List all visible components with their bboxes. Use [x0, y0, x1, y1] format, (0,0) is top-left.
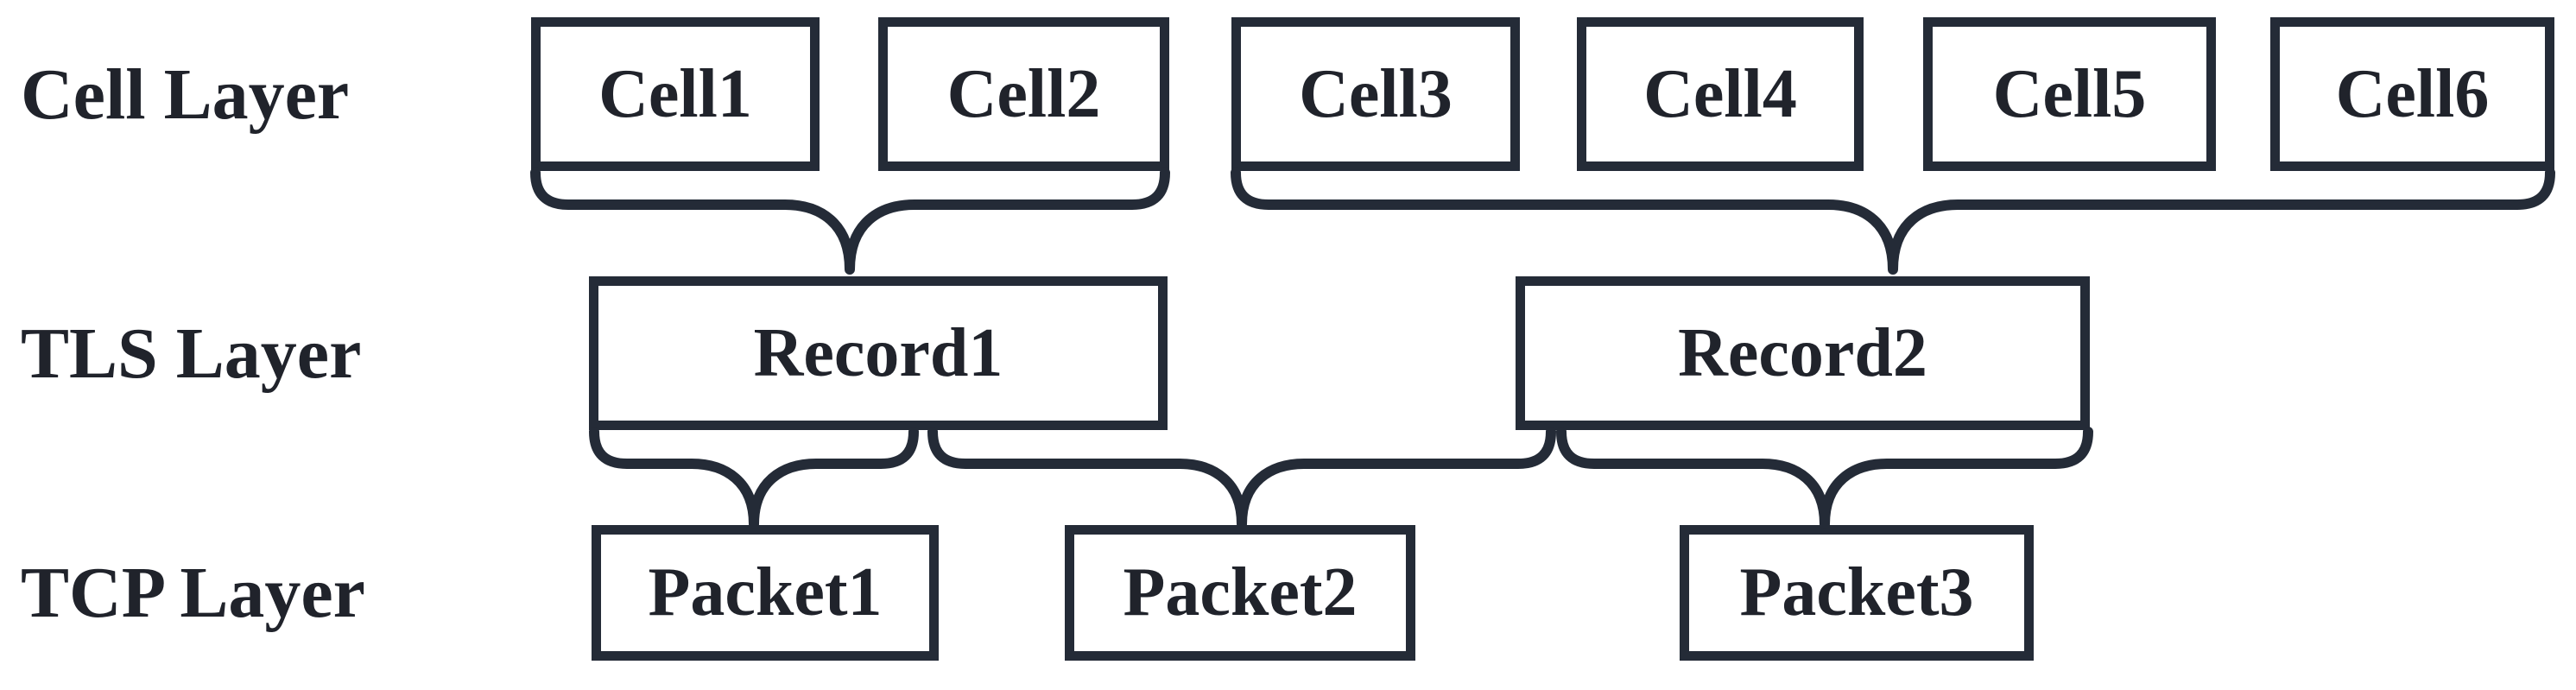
cell1-box: Cell1	[531, 17, 820, 171]
brace-record1-to-packet1	[589, 427, 919, 529]
cell3-box: Cell3	[1231, 17, 1520, 171]
packet1-box: Packet1	[592, 525, 939, 661]
cell-layer-label: Cell Layer	[21, 54, 350, 135]
packet3-box: Packet3	[1680, 525, 2034, 661]
tcp-layer-label: TCP Layer	[21, 552, 365, 633]
brace-record2-to-packet3	[1556, 427, 2093, 529]
record2-box: Record2	[1516, 276, 2090, 430]
tls-layer-label: TLS Layer	[21, 313, 362, 394]
cell6-box: Cell6	[2270, 17, 2554, 171]
record1-box: Record1	[589, 276, 1168, 430]
brace-record1-record2-to-packet2	[927, 427, 1556, 529]
cell2-box: Cell2	[878, 17, 1169, 171]
brace-cells3456-to-record2	[1231, 168, 2555, 275]
cell4-box: Cell4	[1577, 17, 1864, 171]
brace-cells12-to-record1	[530, 168, 1170, 275]
cell5-box: Cell5	[1923, 17, 2216, 171]
packet2-box: Packet2	[1065, 525, 1415, 661]
